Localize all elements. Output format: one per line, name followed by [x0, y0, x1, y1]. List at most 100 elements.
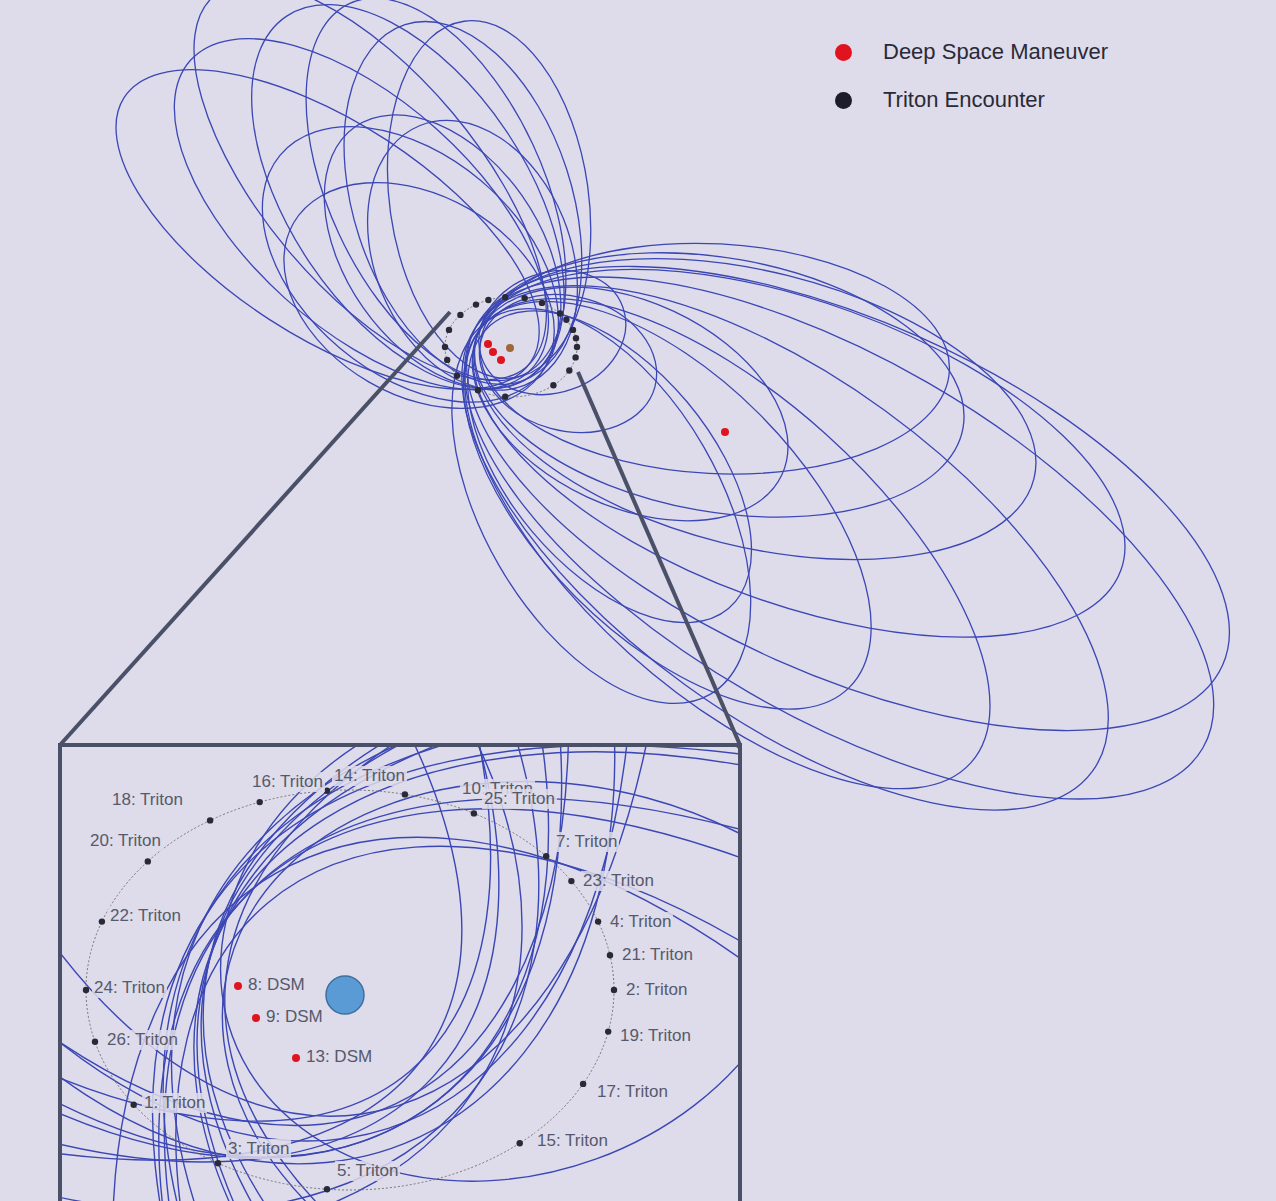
encounter-dot: [611, 987, 617, 993]
legend-text: Triton Encounter: [883, 87, 1045, 113]
dsm-dot: [484, 340, 492, 348]
encounter-label: 7: Triton: [554, 832, 619, 852]
orbit-ellipse: [62, 747, 738, 1201]
encounter-dot: [570, 327, 576, 333]
orbit-ellipse: [201, 747, 738, 1201]
encounter-dot: [517, 1140, 523, 1146]
encounter-dot: [215, 1160, 221, 1166]
encounter-dot: [539, 300, 545, 306]
orbit-ellipse: [386, 173, 1276, 903]
orbit-ellipse: [62, 747, 738, 1201]
encounter-dot: [595, 918, 601, 924]
orbit-ellipse: [464, 275, 673, 451]
orbit-ellipse: [435, 240, 825, 567]
orbit-ellipse: [62, 747, 738, 1201]
encounter-label: 18: Triton: [110, 790, 185, 810]
encounter-dot: [207, 817, 213, 823]
encounter-dots: [442, 294, 580, 400]
encounter-dot: [563, 317, 569, 323]
dsm-dot: [292, 1054, 300, 1062]
encounter-label: 2: Triton: [624, 980, 689, 1000]
encounter-dots: [83, 788, 617, 1193]
encounter-dot: [607, 952, 613, 958]
encounter-dot: [568, 878, 574, 884]
encounter-dot: [446, 327, 452, 333]
encounter-dot: [457, 312, 463, 318]
orbit-ellipse: [426, 194, 1173, 712]
orbit-ellipses: [62, 747, 738, 1201]
neptune-dot: [506, 344, 514, 352]
dsm-dot: [234, 982, 242, 990]
orbit-ellipse: [394, 232, 941, 779]
dsm-dot: [497, 356, 505, 364]
orbit-ellipse: [62, 747, 738, 1201]
orbit-ellipse: [390, 258, 812, 753]
encounter-dot: [324, 1186, 330, 1192]
encounter-dot: [572, 354, 578, 360]
encounter-dot: [566, 367, 572, 373]
encounter-label: 19: Triton: [618, 1026, 693, 1046]
orbit-ellipse: [62, 747, 738, 1201]
orbit-ellipse: [62, 747, 738, 1201]
legend-swatch: [835, 44, 852, 61]
orbit-ellipse: [62, 747, 738, 1201]
orbit-ellipse: [62, 747, 738, 1201]
encounter-label: 20: Triton: [88, 831, 163, 851]
orbit-ellipse: [413, 260, 806, 673]
encounter-label: 17: Triton: [595, 1082, 670, 1102]
orbit-ellipse: [461, 251, 643, 415]
encounter-label: 14: Triton: [332, 766, 407, 786]
encounter-dot: [475, 387, 481, 393]
encounter-dot: [502, 294, 508, 300]
dsm-label: 13: DSM: [304, 1047, 374, 1067]
encounter-label: 23: Triton: [581, 871, 656, 891]
encounter-dot: [557, 310, 563, 316]
orbit-ellipse: [276, 71, 610, 432]
dsm-dot: [489, 348, 497, 356]
encounter-dot: [574, 344, 580, 350]
encounter-dot: [605, 1028, 611, 1034]
neptune-planet: [326, 976, 364, 1014]
orbit-ellipse: [378, 187, 1192, 908]
orbit-ellipse: [160, 747, 738, 1201]
orbit-ellipse: [366, 7, 613, 391]
encounter-label: 5: Triton: [335, 1161, 400, 1181]
dsm-dot: [721, 428, 729, 436]
orbit-ellipse: [62, 747, 738, 1201]
inset-frame: [60, 745, 740, 1201]
dsm-label: 9: DSM: [264, 1007, 325, 1027]
encounter-dot: [92, 1039, 98, 1045]
encounter-label: 24: Triton: [92, 978, 167, 998]
orbit-ellipse: [210, 71, 611, 457]
zoom-line: [60, 312, 450, 745]
encounter-dot: [522, 295, 528, 301]
encounter-dot: [131, 1102, 137, 1108]
encounter-dot: [444, 357, 450, 363]
encounter-dot: [471, 810, 477, 816]
orbit-ellipse: [62, 747, 738, 1201]
dsm-dot: [252, 1014, 260, 1022]
orbit-ellipse: [62, 747, 738, 1201]
orbit-ellipse: [454, 217, 986, 553]
dsm-label: 8: DSM: [246, 975, 307, 995]
encounter-label: 15: Triton: [535, 1131, 610, 1151]
encounter-dot: [543, 853, 549, 859]
orbit-ellipse: [62, 747, 738, 1201]
orbit-ellipse: [114, 0, 608, 453]
encounter-dot: [442, 344, 448, 350]
encounter-dot: [473, 301, 479, 307]
orbit-ellipse: [62, 747, 738, 1201]
encounter-label: 26: Triton: [105, 1030, 180, 1050]
orbit-ellipse: [62, 747, 738, 1201]
encounter-label: 1: Triton: [142, 1093, 207, 1113]
encounter-dot: [99, 918, 105, 924]
encounter-label: 25: Triton: [482, 789, 557, 809]
triton-orbit: [86, 790, 614, 1190]
encounter-dot: [485, 297, 491, 303]
triton-orbit: [445, 297, 577, 397]
encounter-dot: [502, 394, 508, 400]
encounter-label: 4: Triton: [608, 912, 673, 932]
encounter-dot: [580, 1081, 586, 1087]
orbit-ellipse: [62, 747, 738, 1201]
